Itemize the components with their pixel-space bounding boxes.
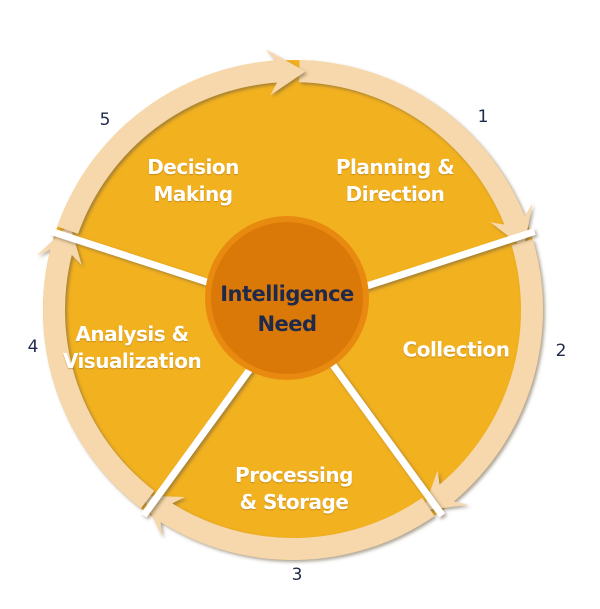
cycle-arrow: [36, 224, 155, 509]
step-number-5: 5: [99, 110, 111, 130]
stage-label-line: Direction: [345, 182, 445, 206]
stage-wedge: [146, 310, 440, 561]
center-line-1: Intelligence: [220, 282, 354, 306]
step-number-1: 1: [477, 107, 489, 127]
stage-collection: Collection: [403, 337, 510, 364]
stage-planning-direction: Planning & Direction: [335, 154, 455, 208]
center-label: Intelligence Need: [220, 279, 354, 339]
stage-processing-storage: Processing & Storage: [235, 462, 353, 516]
stage-label-line: Making: [153, 182, 233, 206]
cycle-arrow: [298, 60, 533, 249]
step-number-4: 4: [27, 337, 39, 357]
stage-label-line: Decision: [147, 155, 239, 179]
stage-label-line: Visualization: [62, 349, 202, 373]
stage-analysis-visualization: Analysis & Visualization: [62, 321, 202, 375]
stage-label-line: Processing: [235, 463, 353, 487]
step-number-3: 3: [291, 565, 303, 585]
cycle-arrow: [57, 49, 306, 234]
stage-label-line: Analysis &: [75, 322, 189, 346]
stage-label-line: Collection: [402, 337, 510, 362]
stage-label-line: & Storage: [239, 490, 349, 514]
stage-label-line: Planning &: [335, 155, 455, 179]
center-line-2: Need: [257, 312, 317, 336]
stage-wedge: [293, 60, 531, 310]
hub-circle: [211, 222, 363, 374]
cycle-arrow: [142, 495, 435, 560]
step-number-2: 2: [555, 341, 567, 361]
stage-decision-making: Decision Making: [147, 154, 239, 208]
cycle-arrow: [423, 238, 544, 511]
